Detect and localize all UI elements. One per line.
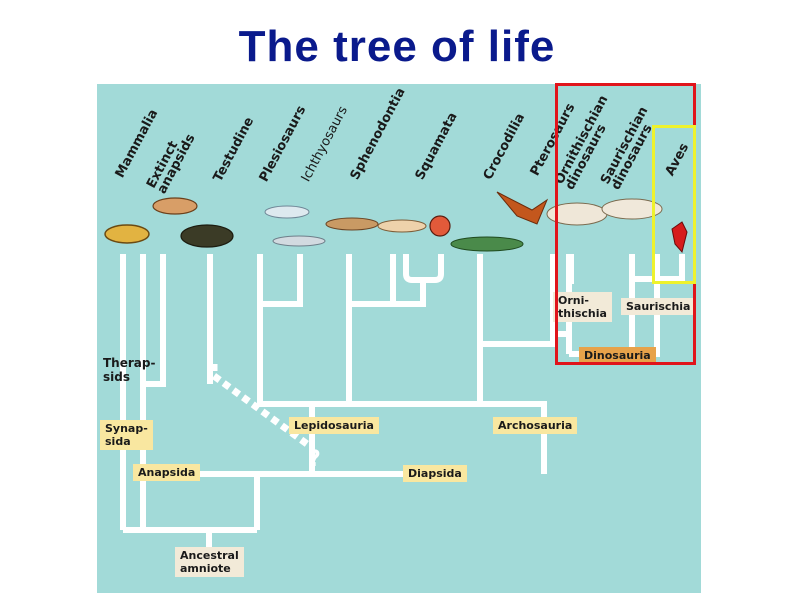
label-diapsida: Diapsida bbox=[403, 465, 467, 482]
extinct-anapsid-illustration bbox=[152, 197, 198, 215]
saurischian-illustration bbox=[601, 198, 663, 220]
branch-archosauria-split bbox=[480, 254, 556, 347]
mammal-illustration bbox=[104, 224, 150, 244]
lizard-illustration bbox=[377, 219, 427, 233]
label-saurischia: Saurischia bbox=[621, 298, 696, 315]
plesiosaur-illustration bbox=[264, 205, 310, 219]
label-ornithischia: Orni- thischia bbox=[553, 292, 612, 322]
branch-ichthyosaur bbox=[260, 254, 303, 307]
branch-euryapsid bbox=[257, 304, 312, 407]
branch-question-dashed bbox=[210, 364, 310, 447]
label-lepidosauria: Lepidosauria bbox=[289, 417, 379, 434]
branch-lepidosauria-split bbox=[349, 254, 396, 307]
tree-branches bbox=[104, 191, 688, 554]
label-ancestral-amniote: Ancestral amniote bbox=[175, 547, 244, 577]
label-question-mark: ? bbox=[308, 447, 321, 472]
label-therapsids: Therap- sids bbox=[103, 356, 156, 384]
label-synapsida: Synap- sida bbox=[100, 420, 153, 450]
animal-illustrations bbox=[104, 191, 688, 254]
phylogeny-panel: Mammalia Extinct anapsids Testudine Ples… bbox=[97, 84, 701, 593]
branch-squamata bbox=[403, 254, 444, 283]
branch-anapsida-split bbox=[143, 254, 166, 387]
branch-diapsida-split bbox=[309, 401, 547, 474]
turtle-illustration bbox=[180, 224, 234, 248]
branch-squamata-link bbox=[393, 280, 426, 307]
label-dinosauria: Dinosauria bbox=[579, 347, 656, 364]
ichthyosaur-illustration bbox=[272, 235, 326, 247]
page-title: The tree of life bbox=[238, 22, 556, 71]
branch-saurischia bbox=[632, 254, 685, 282]
pterosaur-illustration bbox=[496, 191, 549, 225]
label-archosauria: Archosauria bbox=[493, 417, 578, 434]
snake-illustration bbox=[429, 215, 451, 237]
aves-highlight-frame bbox=[652, 125, 696, 284]
sphenodon-illustration bbox=[325, 217, 379, 231]
label-anapsida: Anapsida bbox=[133, 464, 201, 481]
bird-illustration bbox=[671, 221, 688, 254]
crocodile-illustration bbox=[450, 236, 524, 252]
branch-reptilia-base bbox=[140, 471, 260, 530]
